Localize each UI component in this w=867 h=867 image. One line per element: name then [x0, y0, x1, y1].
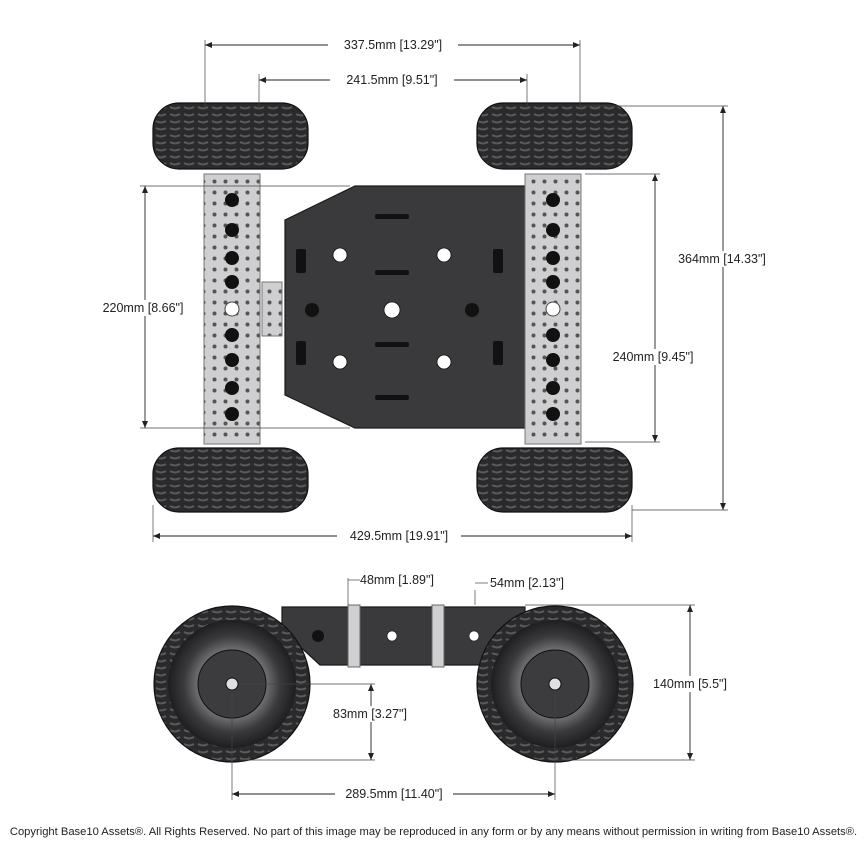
right-rail	[524, 173, 582, 445]
dim-overall-length: 364mm [14.33"]	[678, 252, 766, 266]
plate-slots	[296, 214, 503, 400]
side-view	[153, 604, 634, 763]
bracket-2	[431, 604, 445, 668]
bracket-1	[347, 604, 361, 668]
dim-bracket-offset: 54mm [2.13"]	[490, 576, 564, 590]
wheel-top-left	[152, 102, 309, 170]
top-view	[152, 102, 633, 513]
side-bracket	[261, 281, 283, 337]
dim-outer-wheel-span: 337.5mm [13.29"]	[344, 38, 442, 52]
side-wheel-left	[153, 605, 311, 763]
wheel-bottom-right	[476, 447, 633, 513]
top-dimensions: 337.5mm [13.29"] 241.5mm [9.51"] 364mm […	[96, 36, 778, 543]
dim-overall-height: 140mm [5.5"]	[653, 677, 727, 691]
plate-holes	[332, 247, 452, 370]
wheel-bottom-left	[152, 447, 309, 513]
dim-overall-width: 429.5mm [19.91"]	[350, 529, 448, 543]
chassis-plate	[284, 185, 526, 429]
rail-large-holes	[225, 193, 560, 421]
wheel-top-right	[476, 102, 633, 170]
dim-rail-inner-span: 220mm [8.66"]	[103, 301, 184, 315]
dim-wheelbase: 289.5mm [11.40"]	[345, 787, 442, 801]
copyright-notice: Copyright Base10 Assets®. All Rights Res…	[9, 826, 858, 838]
dim-axle-height: 83mm [3.27"]	[333, 707, 407, 721]
dim-inner-wheel-span: 241.5mm [9.51"]	[346, 73, 437, 87]
side-dimensions: 48mm [1.89"] 54mm [2.13"] 140mm [5.5"] 8…	[231, 573, 738, 801]
dim-bracket-spacing: 48mm [1.89"]	[360, 573, 434, 587]
side-wheel-right	[476, 605, 634, 763]
dim-rail-outer-span: 240mm [9.45"]	[613, 350, 694, 364]
